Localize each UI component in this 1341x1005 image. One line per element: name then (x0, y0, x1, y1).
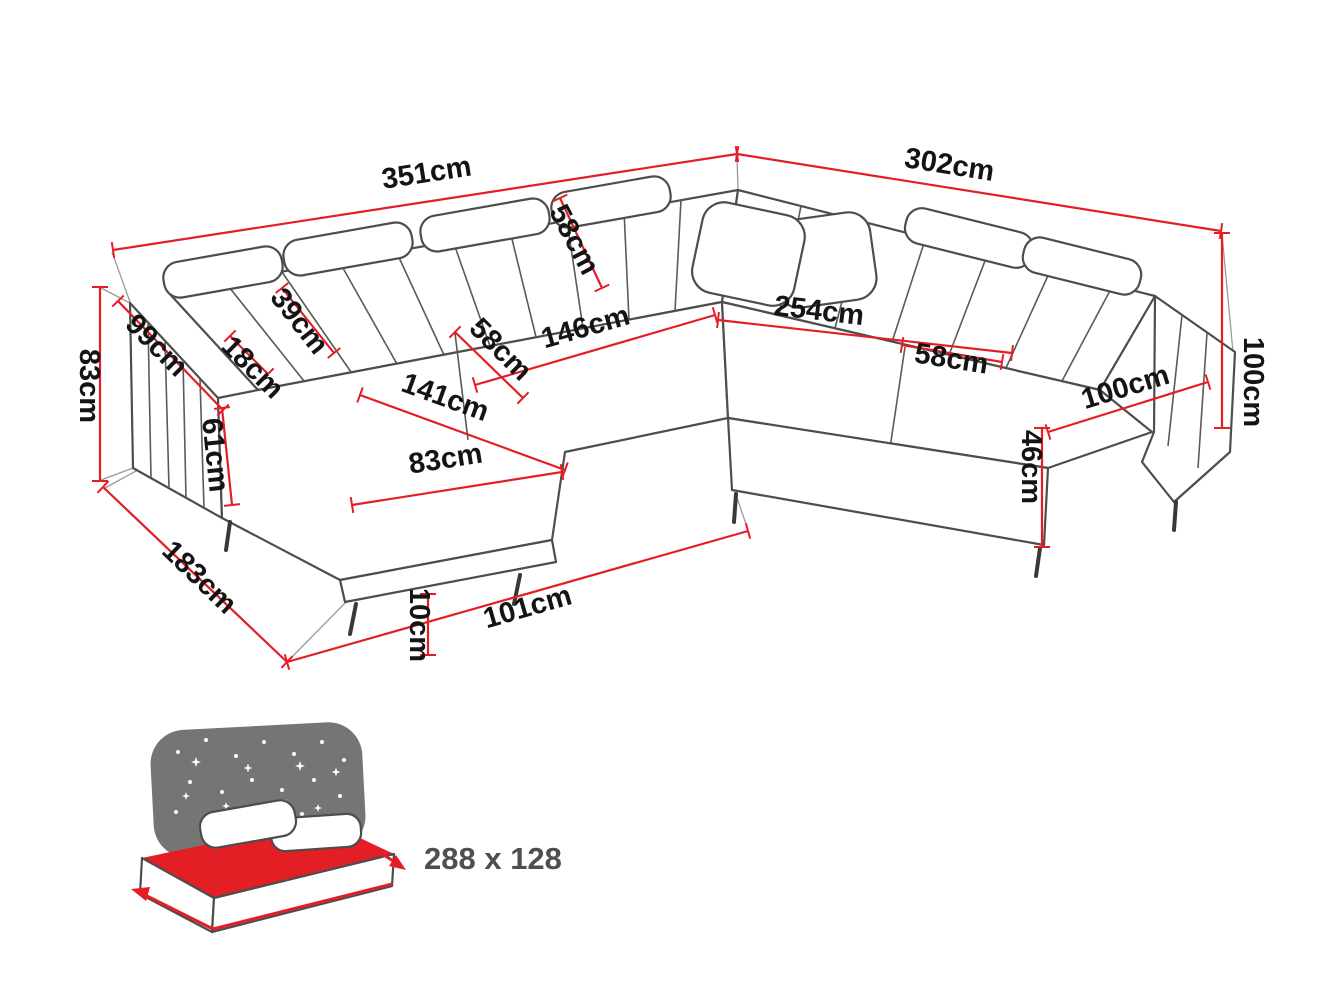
dimension-line (1044, 424, 1052, 440)
dimension-line (901, 343, 1003, 364)
dimension-line (471, 377, 479, 393)
dimension-lines (92, 145, 1230, 670)
dimension-line (213, 406, 231, 410)
dimension-line (1010, 344, 1014, 362)
bed-base-front (210, 852, 396, 934)
dimension-line (1204, 374, 1212, 390)
headrest-pillow (550, 175, 672, 229)
seat-right (720, 300, 1154, 470)
dimension-line (559, 463, 565, 481)
dimension-line (711, 307, 719, 323)
dimension-line (356, 387, 364, 403)
dimension-line (716, 311, 720, 329)
dimension-line (448, 325, 462, 339)
dimension-line (516, 391, 530, 405)
dimension-line (275, 282, 289, 294)
corner-pillow (690, 201, 806, 307)
dimension-line (899, 336, 905, 354)
dim-label-height-left: 83cm (73, 349, 105, 423)
headrest-pillows (162, 175, 1143, 299)
dimension-line (552, 193, 568, 203)
corner-pillows (690, 201, 878, 309)
sofa-legs (224, 492, 1178, 636)
dimension-line (283, 654, 291, 670)
headrest-pillow (1021, 236, 1143, 296)
dimension-line (117, 300, 224, 411)
dimension-line (454, 331, 524, 399)
sofa-sketch (128, 175, 1237, 636)
dimension-line (736, 152, 1222, 233)
dim-label-width-right: 302cm (902, 142, 996, 188)
dimension-line (102, 486, 288, 663)
bed-fold-arrowhead (389, 855, 406, 870)
bed-icon (131, 722, 406, 934)
bed-width-arrowhead (131, 887, 150, 901)
dim-label-width-left: 351cm (380, 150, 474, 195)
dimension-line (734, 145, 740, 163)
dimension-line (349, 496, 355, 514)
dimension-line (110, 241, 116, 259)
seat-seams (454, 332, 906, 449)
chaise-front-panel (338, 538, 558, 604)
left-armrest-stripes (147, 321, 205, 509)
dimension-line (474, 313, 716, 387)
dim-label-seat-height: 46cm (1015, 430, 1047, 504)
right-front-panel (726, 416, 1050, 547)
backrest-left-tufts (224, 199, 682, 382)
dimension-line (1218, 222, 1224, 240)
dimension-line (744, 523, 752, 539)
headrest-pillow (162, 245, 284, 299)
dimension-line (1047, 380, 1209, 434)
dimension-line (96, 480, 110, 494)
headrest-pillow (419, 197, 551, 253)
dim-label-chaise-side: 61cm (195, 417, 235, 494)
dimension-line (999, 353, 1005, 371)
dim-label-height-right: 100cm (1237, 337, 1269, 427)
dimension-line (594, 283, 610, 293)
dimension-line (261, 367, 275, 381)
dimension-line (359, 393, 566, 472)
dimension-line (112, 152, 738, 252)
dim-label-floor-side: 183cm (156, 535, 243, 621)
dimension-line (327, 347, 341, 359)
dimension-line (281, 287, 335, 354)
dimension-line (559, 197, 603, 289)
dimension-line (286, 529, 749, 664)
headrest-pillow (282, 221, 414, 277)
dim-label-leg-height: 10cm (403, 588, 435, 662)
dimension-line (220, 407, 234, 506)
right-armrest-stripes (1167, 314, 1208, 469)
dimension-line (111, 294, 125, 308)
dimension-line (223, 329, 237, 343)
dimension-line (229, 335, 269, 375)
dimension-line (223, 503, 241, 507)
bed-pillow (198, 799, 298, 849)
dim-label-floor-front: 101cm (480, 580, 576, 636)
bed-width-arrow-line (140, 882, 393, 931)
dimension-line (351, 470, 563, 507)
dimension-line (717, 318, 1013, 355)
bed-size-label: 288 x 128 (424, 841, 562, 876)
